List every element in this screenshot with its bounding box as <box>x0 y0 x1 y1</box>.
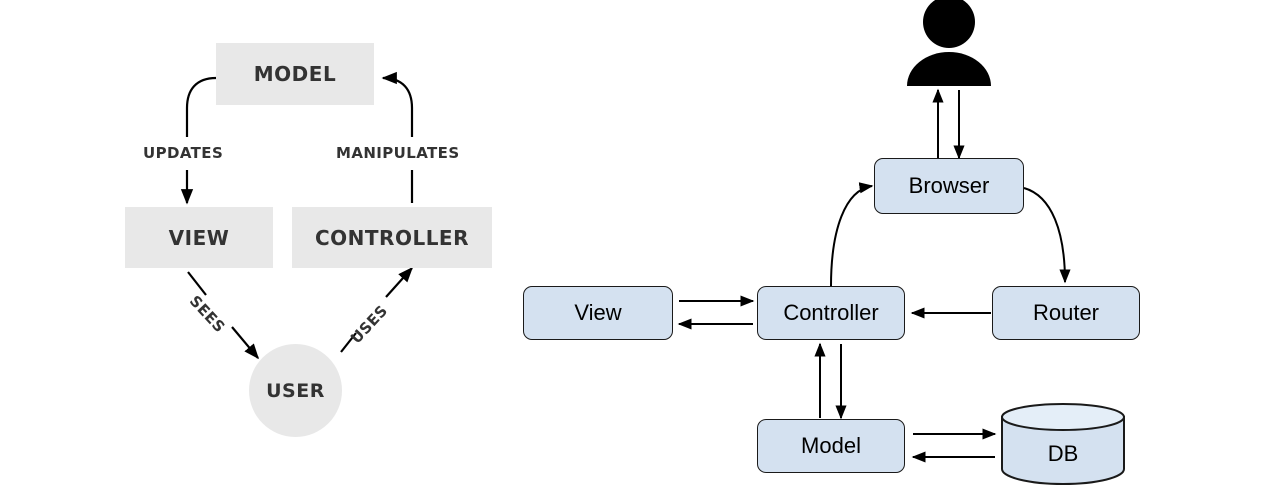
node-browser[interactable]: Browser <box>874 158 1024 214</box>
edge-controller-to-browser <box>830 182 874 287</box>
edge-view-sees-user <box>187 271 259 360</box>
edge-controller-manipulates-model <box>381 71 414 203</box>
node-view[interactable]: VIEW <box>125 207 273 268</box>
node-db-label: DB <box>1047 441 1079 466</box>
node-router[interactable]: Router <box>992 286 1140 340</box>
node-controller-web[interactable]: Controller <box>757 286 905 340</box>
edge-browser-to-router <box>1023 187 1071 284</box>
node-model-web-label: Model <box>801 433 861 458</box>
node-user-label: USER <box>266 379 325 402</box>
node-model-web[interactable]: Model <box>757 419 905 473</box>
edge-label-updates: UPDATES <box>143 144 224 162</box>
node-router-label: Router <box>1032 300 1100 325</box>
node-db[interactable]: DB <box>1000 403 1126 486</box>
database-cylinder-icon <box>1001 403 1125 485</box>
node-view-web[interactable]: View <box>523 286 673 340</box>
person-icon <box>907 0 991 86</box>
edge-model-updates-view <box>180 76 217 205</box>
node-controller[interactable]: CONTROLLER <box>292 207 492 268</box>
node-view-label: VIEW <box>168 225 230 250</box>
node-controller-label: CONTROLLER <box>314 225 469 250</box>
node-controller-web-label: Controller <box>783 300 879 325</box>
node-model-label: MODEL <box>253 62 337 86</box>
node-person[interactable] <box>903 0 995 86</box>
node-user[interactable]: USER <box>249 344 342 437</box>
node-view-web-label: View <box>574 300 622 325</box>
edge-user-uses-controller <box>340 266 414 353</box>
edge-label-manipulates: MANIPULATES <box>336 144 460 162</box>
node-model[interactable]: MODEL <box>216 43 374 105</box>
node-browser-label: Browser <box>908 173 990 198</box>
